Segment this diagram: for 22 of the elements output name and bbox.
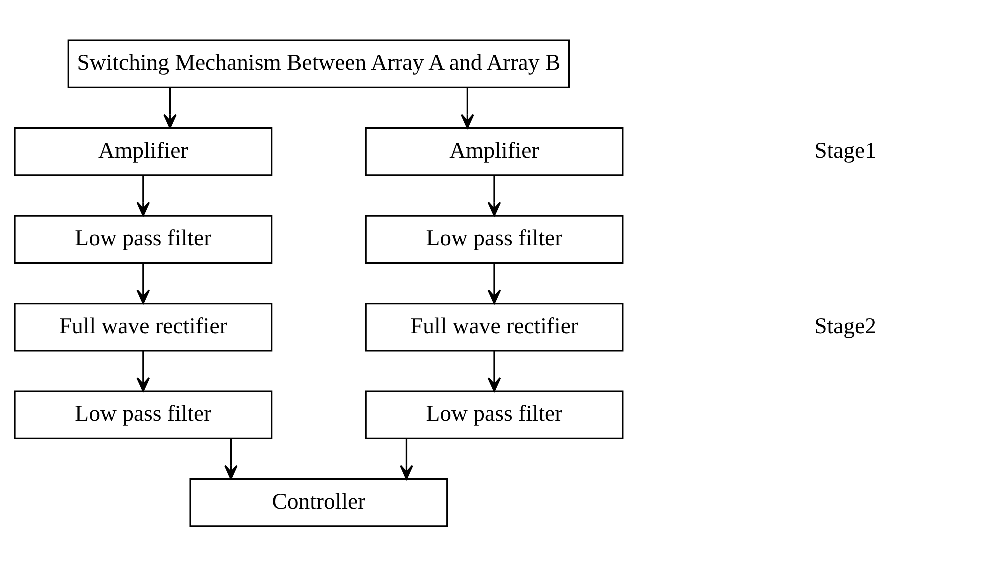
arrow [164, 88, 177, 129]
arrow [136, 176, 150, 216]
arrow [224, 439, 238, 480]
node-box: Low pass filter [365, 215, 624, 264]
arrow [488, 264, 502, 304]
arrow [136, 264, 150, 304]
arrow [136, 351, 150, 392]
label: Stage2 [814, 313, 877, 338]
arrow [400, 439, 414, 480]
node-box: Amplifier [365, 127, 624, 176]
node-box: Full wave rectifier [14, 303, 273, 352]
node-box: Amplifier [14, 127, 273, 176]
node-box: Low pass filter [14, 390, 273, 440]
arrow [488, 176, 502, 216]
node-box: Controller [190, 478, 448, 528]
node-box: Low pass filter [365, 390, 624, 440]
arrow [488, 351, 502, 392]
label: Stage1 [814, 138, 877, 163]
node-box: Switching Mechanism Between Array A and Array B [68, 40, 570, 88]
arrow [461, 88, 474, 129]
node-box: Low pass filter [14, 215, 273, 264]
node-box: Full wave rectifier [365, 303, 624, 352]
